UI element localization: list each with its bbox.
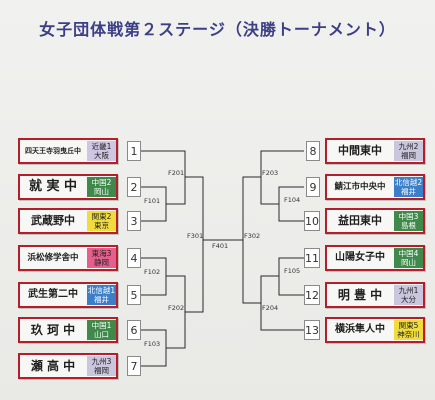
- team-name: 明 豊 中: [337, 288, 383, 302]
- team-name: 山陽女子中: [335, 252, 385, 263]
- seed-number: 10: [304, 211, 320, 231]
- team-name: 四天王寺羽曳丘中: [25, 147, 81, 155]
- seed-number: 7: [127, 356, 141, 376]
- team-name: 就 実 中: [28, 179, 78, 194]
- match-label: F203: [262, 169, 279, 177]
- match-label: F301: [187, 232, 204, 240]
- seed-number: 8: [306, 141, 320, 161]
- team-name: 中間東中: [338, 144, 382, 157]
- match-label: F302: [244, 232, 261, 240]
- seed-number: 13: [304, 320, 320, 340]
- team-name: 鯖江市中央中: [334, 182, 386, 192]
- seed-number: 2: [127, 177, 141, 197]
- seed-number: 6: [127, 320, 141, 340]
- team-name: 浜松修学舎中: [27, 253, 79, 263]
- match-label: F104: [284, 196, 301, 204]
- seed-number: 5: [127, 285, 141, 305]
- team-name: 武蔵野中: [31, 214, 75, 227]
- match-label: F401: [212, 242, 229, 250]
- seed-number: 4: [127, 248, 141, 268]
- page-title: 女子団体戦第２ステージ（決勝トーナメント）: [39, 20, 396, 39]
- match-label: F103: [144, 340, 161, 348]
- match-label: F202: [168, 304, 185, 312]
- match-label: F201: [168, 169, 185, 177]
- match-label: F105: [284, 267, 301, 275]
- team-name: 玖 珂 中: [30, 323, 76, 337]
- team-name: 武生第二中: [28, 289, 78, 300]
- team-name: 瀬 高 中: [30, 359, 76, 373]
- seed-number: 3: [127, 211, 141, 231]
- seed-number: 12: [304, 285, 320, 305]
- seed-number: 9: [306, 177, 320, 197]
- team-name: 益田東中: [338, 214, 382, 227]
- match-label: F102: [144, 268, 161, 276]
- seed-number: 11: [304, 248, 320, 268]
- seed-number: 1: [127, 141, 141, 161]
- team-name: 横浜隼人中: [335, 324, 385, 335]
- match-label: F101: [144, 197, 161, 205]
- match-label: F204: [262, 304, 279, 312]
